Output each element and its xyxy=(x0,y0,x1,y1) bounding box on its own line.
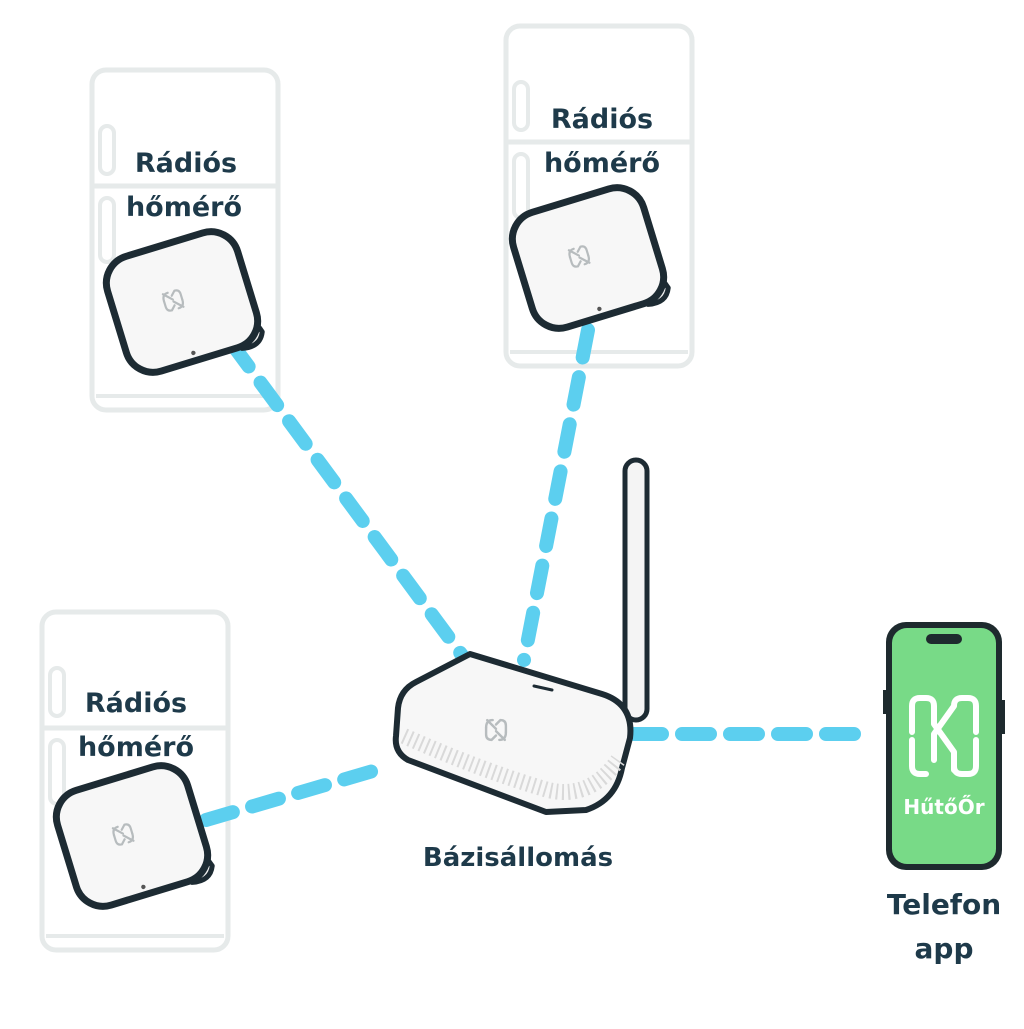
hutoor-logo-icon xyxy=(909,695,979,777)
base-station-label: Bázisállomás xyxy=(423,843,613,873)
sensor-2-label-line1: Rádiós xyxy=(551,104,653,135)
sensor-3-label-line2: hőmérő xyxy=(78,732,194,763)
app-name-label: HűtőŐr xyxy=(903,795,984,819)
sensor-1-label-line1: Rádiós xyxy=(135,148,237,179)
sensor-2-label-line2: hőmérő xyxy=(544,148,660,179)
phone-label-line1: Telefon xyxy=(887,888,1001,921)
labels: Rádiós hőmérő Rádiós hőmérő Rádiós hőmér… xyxy=(78,104,1001,965)
smartphone-icon xyxy=(883,622,1005,870)
base-station-router-icon xyxy=(392,457,650,815)
thermometer-sensor-icon xyxy=(52,762,215,910)
sensor-3-label-line1: Rádiós xyxy=(85,688,187,719)
link-sensor-1-base xyxy=(225,337,471,665)
sensor-1-label-line2: hőmérő xyxy=(126,192,242,223)
thermometer-sensor-icon xyxy=(508,184,671,332)
link-sensor-3-base xyxy=(199,759,397,827)
phone-label-line2: app xyxy=(915,932,974,965)
link-sensor-2-base xyxy=(517,323,595,667)
thermometer-sensor-icon xyxy=(102,228,265,376)
radio-links xyxy=(199,323,879,827)
